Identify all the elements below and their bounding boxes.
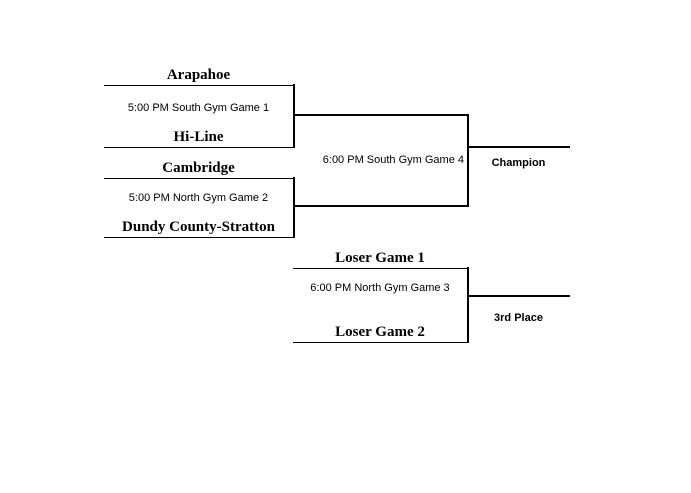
game1-winner-connector-line xyxy=(293,114,468,116)
game3-bottom-team-name: Loser Game 2 xyxy=(335,324,425,340)
game3-top-team-slot: Loser Game 1 xyxy=(293,241,467,269)
champion-line xyxy=(467,146,570,148)
game1-bracket-vertical-line xyxy=(293,84,295,148)
third-place-label: 3rd Place xyxy=(494,312,543,324)
game2-bottom-team-name: Dundy County-Stratton xyxy=(122,219,275,235)
game4-bracket-vertical-line xyxy=(467,114,469,207)
game2-top-team-slot: Cambridge xyxy=(104,151,293,179)
game1-info-text: 5:00 PM South Gym Game 1 xyxy=(127,102,270,114)
game1-top-team-slot: Arapahoe xyxy=(104,58,293,86)
game2-bracket-vertical-line xyxy=(293,177,295,238)
game2-winner-connector-line xyxy=(293,205,468,207)
game3-top-team-name: Loser Game 1 xyxy=(335,250,425,266)
game3-bottom-team-slot: Loser Game 2 xyxy=(293,315,467,343)
game1-bottom-team-slot: Hi-Line xyxy=(104,120,293,148)
champion-label: Champion xyxy=(491,157,546,169)
game1-top-team-name: Arapahoe xyxy=(166,67,231,83)
game1-bottom-team-name: Hi-Line xyxy=(173,129,224,145)
game3-bracket-vertical-line xyxy=(467,267,469,343)
game2-info-text: 5:00 PM North Gym Game 2 xyxy=(128,192,269,204)
game4-info-text: 6:00 PM South Gym Game 4 xyxy=(322,154,464,166)
game2-top-team-name: Cambridge xyxy=(162,160,235,176)
third-place-line xyxy=(467,295,570,297)
game2-bottom-team-slot: Dundy County-Stratton xyxy=(104,210,293,238)
game3-info-text: 6:00 PM North Gym Game 3 xyxy=(310,282,450,294)
